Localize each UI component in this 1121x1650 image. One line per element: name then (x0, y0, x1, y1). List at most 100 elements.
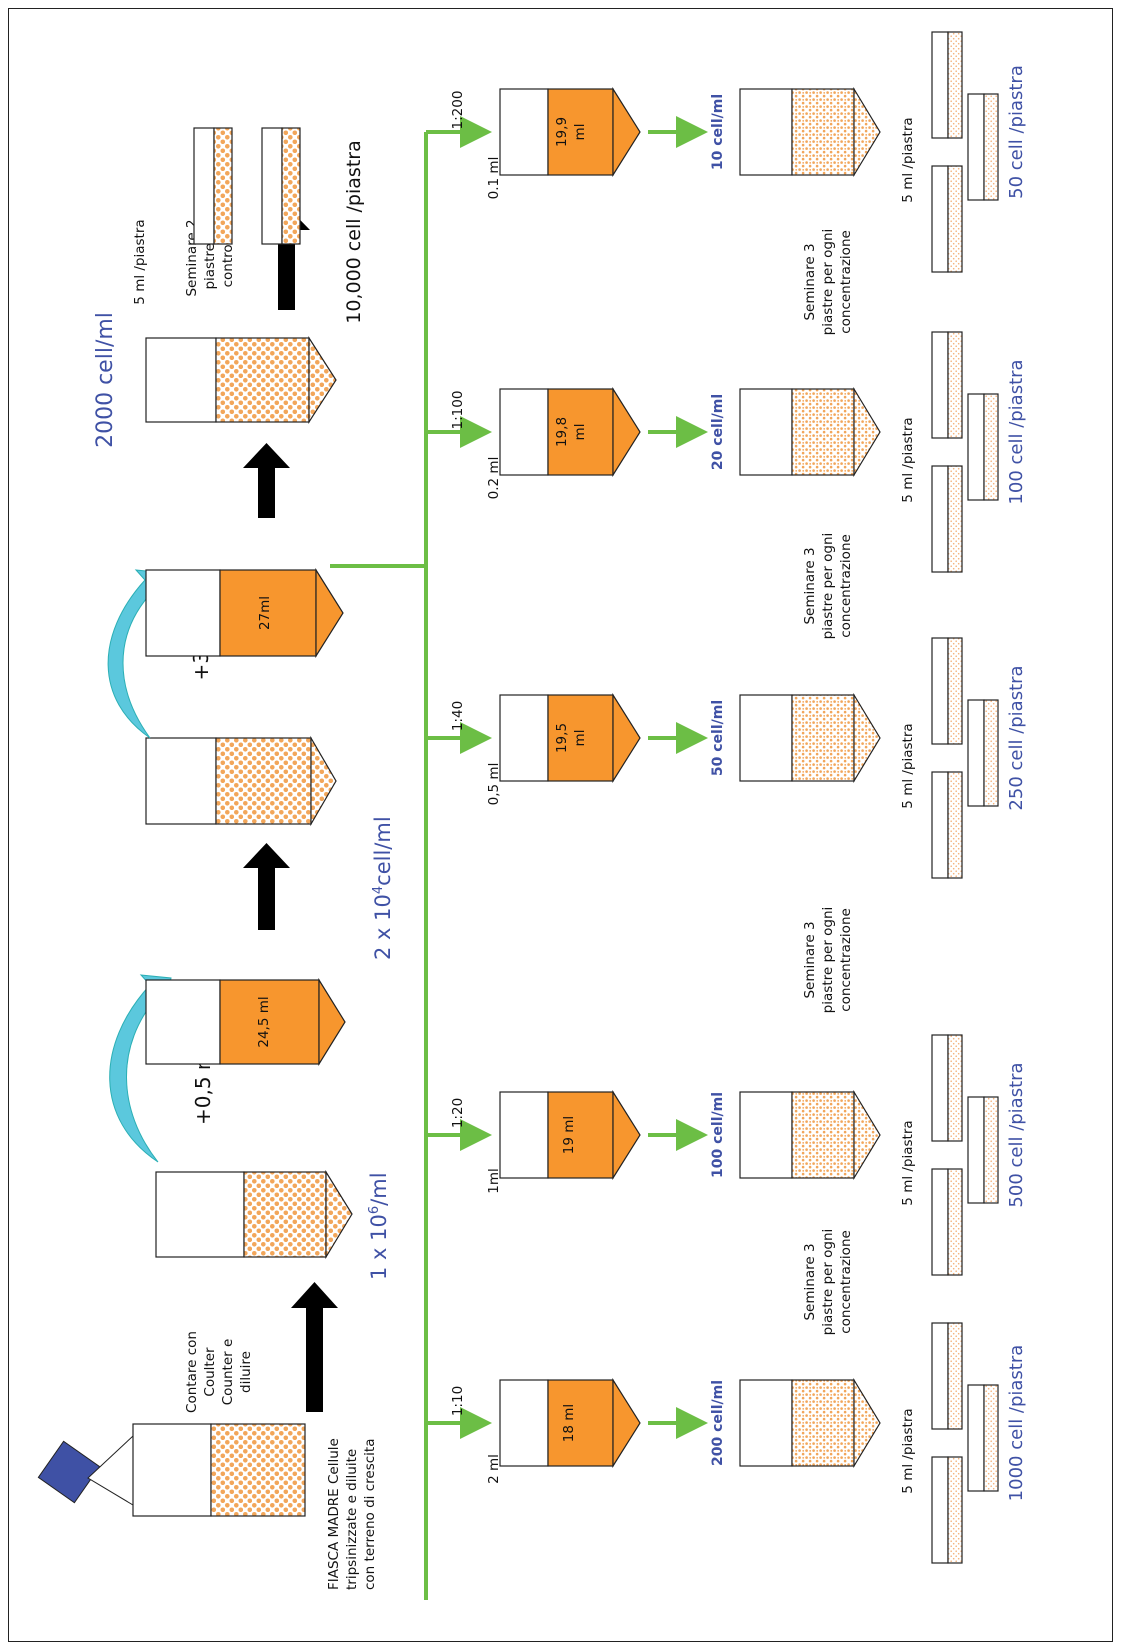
plate (931, 31, 949, 139)
plate-cells (983, 1096, 999, 1204)
up-arrow-icon (291, 1282, 338, 1412)
count-line4: diluire (238, 1351, 254, 1393)
stock-concentration: 1 x 106/ml (367, 1172, 391, 1280)
stock-tube (155, 1169, 353, 1260)
working-concentration: 2000 cell/ml (93, 312, 118, 448)
dilution-concentration: 20 cell/ml (710, 394, 726, 470)
dilution-ratio: 1:10 (450, 1386, 466, 1416)
stock-label-line2: tripsinizzate e diluite (344, 1449, 360, 1590)
medium-volume-line2: ml (572, 730, 588, 747)
count-line1: Contare con (184, 1331, 200, 1413)
plate-cells (947, 637, 963, 745)
plate-cells (983, 393, 999, 501)
medium-volume-line2: ml (572, 124, 588, 141)
control-volume: 5 ml /piastra (132, 219, 148, 304)
diluted-tube-empty (739, 694, 793, 782)
dilution-ratio: 1:200 (450, 91, 466, 130)
step2-volume: 27ml (257, 596, 273, 630)
plate-cells (947, 1168, 963, 1276)
plate (967, 393, 985, 501)
control-plate (193, 127, 233, 245)
diluted-tube-cells (791, 388, 855, 476)
seed-note-line1: Seminare 3 (802, 243, 818, 320)
plate (931, 465, 949, 573)
seed-note-line3: concentrazione (838, 230, 854, 334)
plate (931, 637, 949, 745)
seed-note-line3: concentrazione (838, 908, 854, 1012)
plate-cells (947, 1034, 963, 1142)
diluted-tube-empty (739, 1379, 793, 1467)
plating-volume: 5 ml /piastra (900, 1120, 916, 1205)
diluted-tube-cells (791, 88, 855, 176)
plate (931, 1168, 949, 1276)
dilution-concentration: 50 cell/ml (710, 700, 726, 776)
diluted-tube-tip (853, 86, 881, 178)
medium-volume-line2: ml (572, 424, 588, 441)
plate-cells (947, 165, 963, 273)
stock-label-line1: FIASCA MADRE Cellule (326, 1438, 342, 1590)
count-instruction: Contare con Coulter Counter e diluire (184, 1331, 254, 1413)
plate-cells (947, 465, 963, 573)
dilution-tube-empty (499, 88, 549, 176)
plate (967, 1384, 985, 1492)
plate-cells (947, 31, 963, 139)
dilution-tube-empty (499, 1091, 549, 1179)
dilution-concentration: 100 cell/ml (710, 1092, 726, 1178)
up-arrow-icon (243, 843, 290, 930)
dilution-tube-tip (612, 386, 641, 478)
seed-note-line3: concentrazione (838, 534, 854, 638)
seed-note-line2: piastre per ogni (820, 907, 836, 1014)
seed-note-line2: piastre per ogni (820, 1229, 836, 1336)
distribution-lines (330, 132, 428, 1600)
plate-cells (947, 331, 963, 439)
plate (967, 93, 985, 201)
dilution-tube-tip (612, 86, 641, 178)
dilution-ratio: 1:100 (450, 391, 466, 430)
transfer-volume: 2 ml (486, 1454, 502, 1484)
plating-volume: 5 ml /piastra (900, 117, 916, 202)
diagram-frame (8, 8, 1113, 1642)
transfer-volume: 0.1 ml (486, 157, 502, 200)
plating-cells: 1000 cell /piastra (1006, 1345, 1027, 1502)
transfer-volume: 0.2 ml (486, 457, 502, 500)
count-line2: Coulter (202, 1347, 218, 1397)
transfer-volume: 0,5 ml (486, 763, 502, 806)
seed-note-line1: Seminare 3 (802, 921, 818, 998)
seed-note-line1: Seminare 3 (802, 547, 818, 624)
plate (931, 165, 949, 273)
dilution-ratio: 1:20 (450, 1098, 466, 1128)
plate-cells (947, 1322, 963, 1430)
plate (931, 771, 949, 879)
transfer-arrow-icon (109, 974, 172, 1163)
plating-volume: 5 ml /piastra (900, 417, 916, 502)
diluted-tube-tip (853, 1089, 881, 1181)
dilution-tube-medium (547, 388, 614, 476)
diluted-tube-cells (791, 1091, 855, 1179)
medium-volume-line1: 19,5 (554, 723, 570, 753)
plate (931, 1034, 949, 1142)
dilution-concentration: 200 cell/ml (710, 1380, 726, 1466)
plate (931, 1322, 949, 1430)
medium-volume: 19 ml (561, 1116, 577, 1154)
medium-volume-line1: 19,9 (554, 117, 570, 147)
flask-cap-icon (37, 1440, 101, 1504)
diluted-tube-tip (853, 692, 881, 784)
step1-result-tube (145, 735, 337, 827)
stock-label-line3: con terreno di crescita (362, 1439, 378, 1590)
step1-tube (145, 977, 346, 1067)
diluted-tube-tip (853, 386, 881, 478)
plating-volume: 5 ml /piastra (900, 723, 916, 808)
dilution-ratio: 1:40 (450, 701, 466, 731)
dilution-tube-medium (547, 1091, 614, 1179)
plate (967, 1096, 985, 1204)
plating-cells: 50 cell /piastra (1006, 65, 1027, 199)
diluted-tube-cells (791, 694, 855, 782)
plate-cells (947, 1456, 963, 1564)
diluted-tube-empty (739, 1091, 793, 1179)
